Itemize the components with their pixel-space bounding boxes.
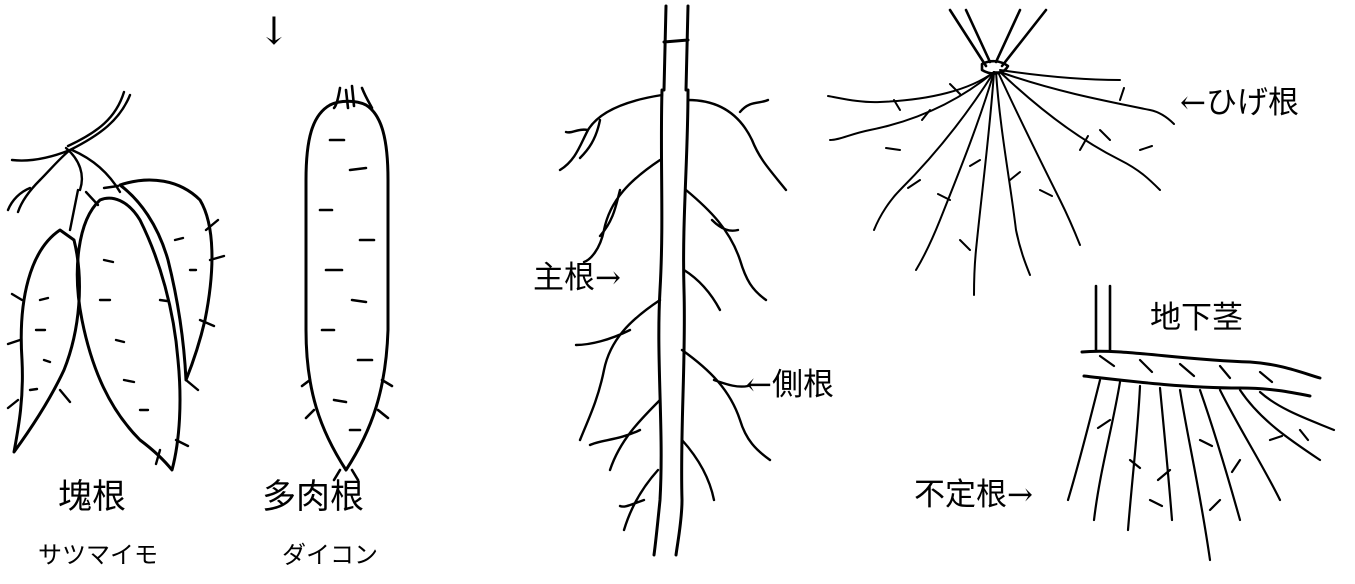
sweet-potato-illustration bbox=[8, 92, 224, 470]
rhizome-label: 地下茎 bbox=[1150, 303, 1243, 334]
daikon-label: ダイコン bbox=[282, 543, 378, 567]
sweet-potato-label: サツマイモ bbox=[38, 543, 158, 567]
fleshy-root-label: 多肉根 bbox=[262, 480, 364, 514]
down-arrow-marker: ↓ bbox=[258, 12, 290, 50]
adventitious-root-label: 不定根→ bbox=[914, 480, 1033, 511]
lateral-root-label: ←側根 bbox=[746, 370, 834, 401]
fibrous-root-illustration bbox=[828, 10, 1174, 295]
tuberous-root-label: 塊根 bbox=[58, 480, 126, 514]
adventitious-root-strands bbox=[1068, 380, 1334, 560]
tuber-left bbox=[14, 230, 79, 452]
main-root-label: 主根→ bbox=[533, 263, 621, 294]
daikon-illustration bbox=[302, 86, 392, 480]
fibrous-root-label: ←ひげ根 bbox=[1180, 88, 1299, 119]
tuber-middle bbox=[77, 198, 180, 470]
daikon-body bbox=[306, 101, 388, 470]
fibrous-root-strands bbox=[828, 70, 1174, 295]
